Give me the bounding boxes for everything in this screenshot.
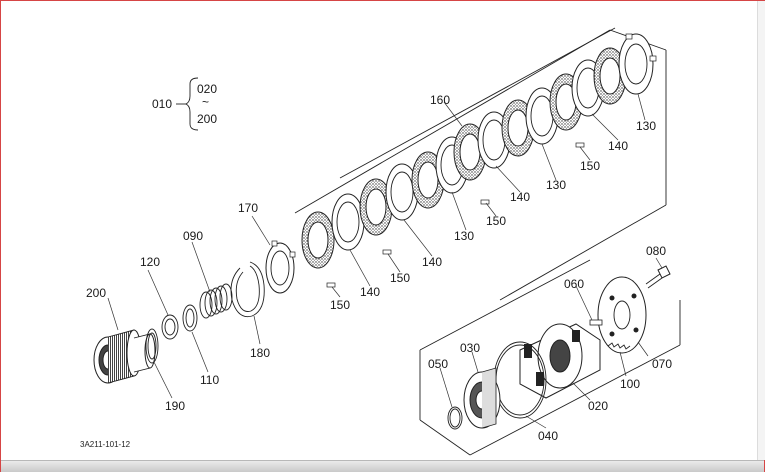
callout-080: 080 [646, 244, 666, 258]
callout-050: 050 [428, 357, 448, 371]
callout-140-d: 140 [608, 139, 628, 153]
part-180-circlip [230, 261, 265, 318]
callout-150-c: 150 [486, 214, 506, 228]
part-030-piston [463, 367, 501, 429]
part-020-hub [519, 323, 601, 399]
part-150-pins [326, 142, 585, 288]
part-100-spring [607, 342, 631, 350]
callout-190: 190 [165, 399, 185, 413]
callout-110: 110 [200, 373, 219, 387]
leader-lines [107, 93, 663, 429]
callout-020: 020 [588, 399, 608, 413]
callout-130-b: 130 [546, 178, 566, 192]
callout-140-b: 140 [422, 255, 442, 269]
figure-code: 3A211-101-12 [80, 440, 131, 449]
callout-090: 090 [183, 229, 203, 243]
callout-labels: 200 120 090 170 190 110 180 150 140 150 … [86, 93, 672, 443]
callout-160: 160 [430, 93, 450, 107]
callout-140-a: 140 [360, 285, 380, 299]
callout-150-d: 150 [580, 159, 600, 173]
group-bracket [176, 77, 199, 131]
part-050-oring [447, 406, 463, 430]
hub-assembly-frame [419, 259, 681, 456]
callout-070: 070 [652, 357, 672, 371]
part-080-bolt [645, 265, 671, 289]
part-070-flange [597, 276, 647, 354]
callout-040: 040 [538, 429, 558, 443]
part-110-ring [182, 304, 198, 332]
callout-030: 030 [460, 341, 480, 355]
group-from: 020 [197, 82, 217, 96]
callout-150-a: 150 [330, 298, 350, 312]
callout-120: 120 [140, 255, 160, 269]
callout-170: 170 [238, 201, 258, 215]
scrollbar-track[interactable] [757, 1, 765, 460]
part-090-spring [199, 283, 233, 319]
part-190-snap-ring [145, 328, 159, 364]
callout-100: 100 [620, 377, 640, 391]
part-170-disc [265, 240, 296, 294]
part-200-shaft [93, 329, 156, 384]
part-060-pin [589, 319, 603, 326]
part-120-washer [161, 314, 179, 340]
clutch-pack [301, 33, 657, 269]
callout-130-c: 130 [636, 119, 656, 133]
callout-140-c: 140 [510, 190, 530, 204]
callout-200: 200 [86, 286, 106, 300]
group-label: 010 [152, 97, 172, 111]
callout-180: 180 [250, 346, 270, 360]
group-to: 200 [197, 112, 217, 126]
callout-060: 060 [564, 277, 584, 291]
callout-150-b: 150 [390, 271, 410, 285]
callout-130-a: 130 [454, 229, 474, 243]
group-tilde: ~ [202, 95, 209, 109]
status-strip [1, 460, 764, 472]
